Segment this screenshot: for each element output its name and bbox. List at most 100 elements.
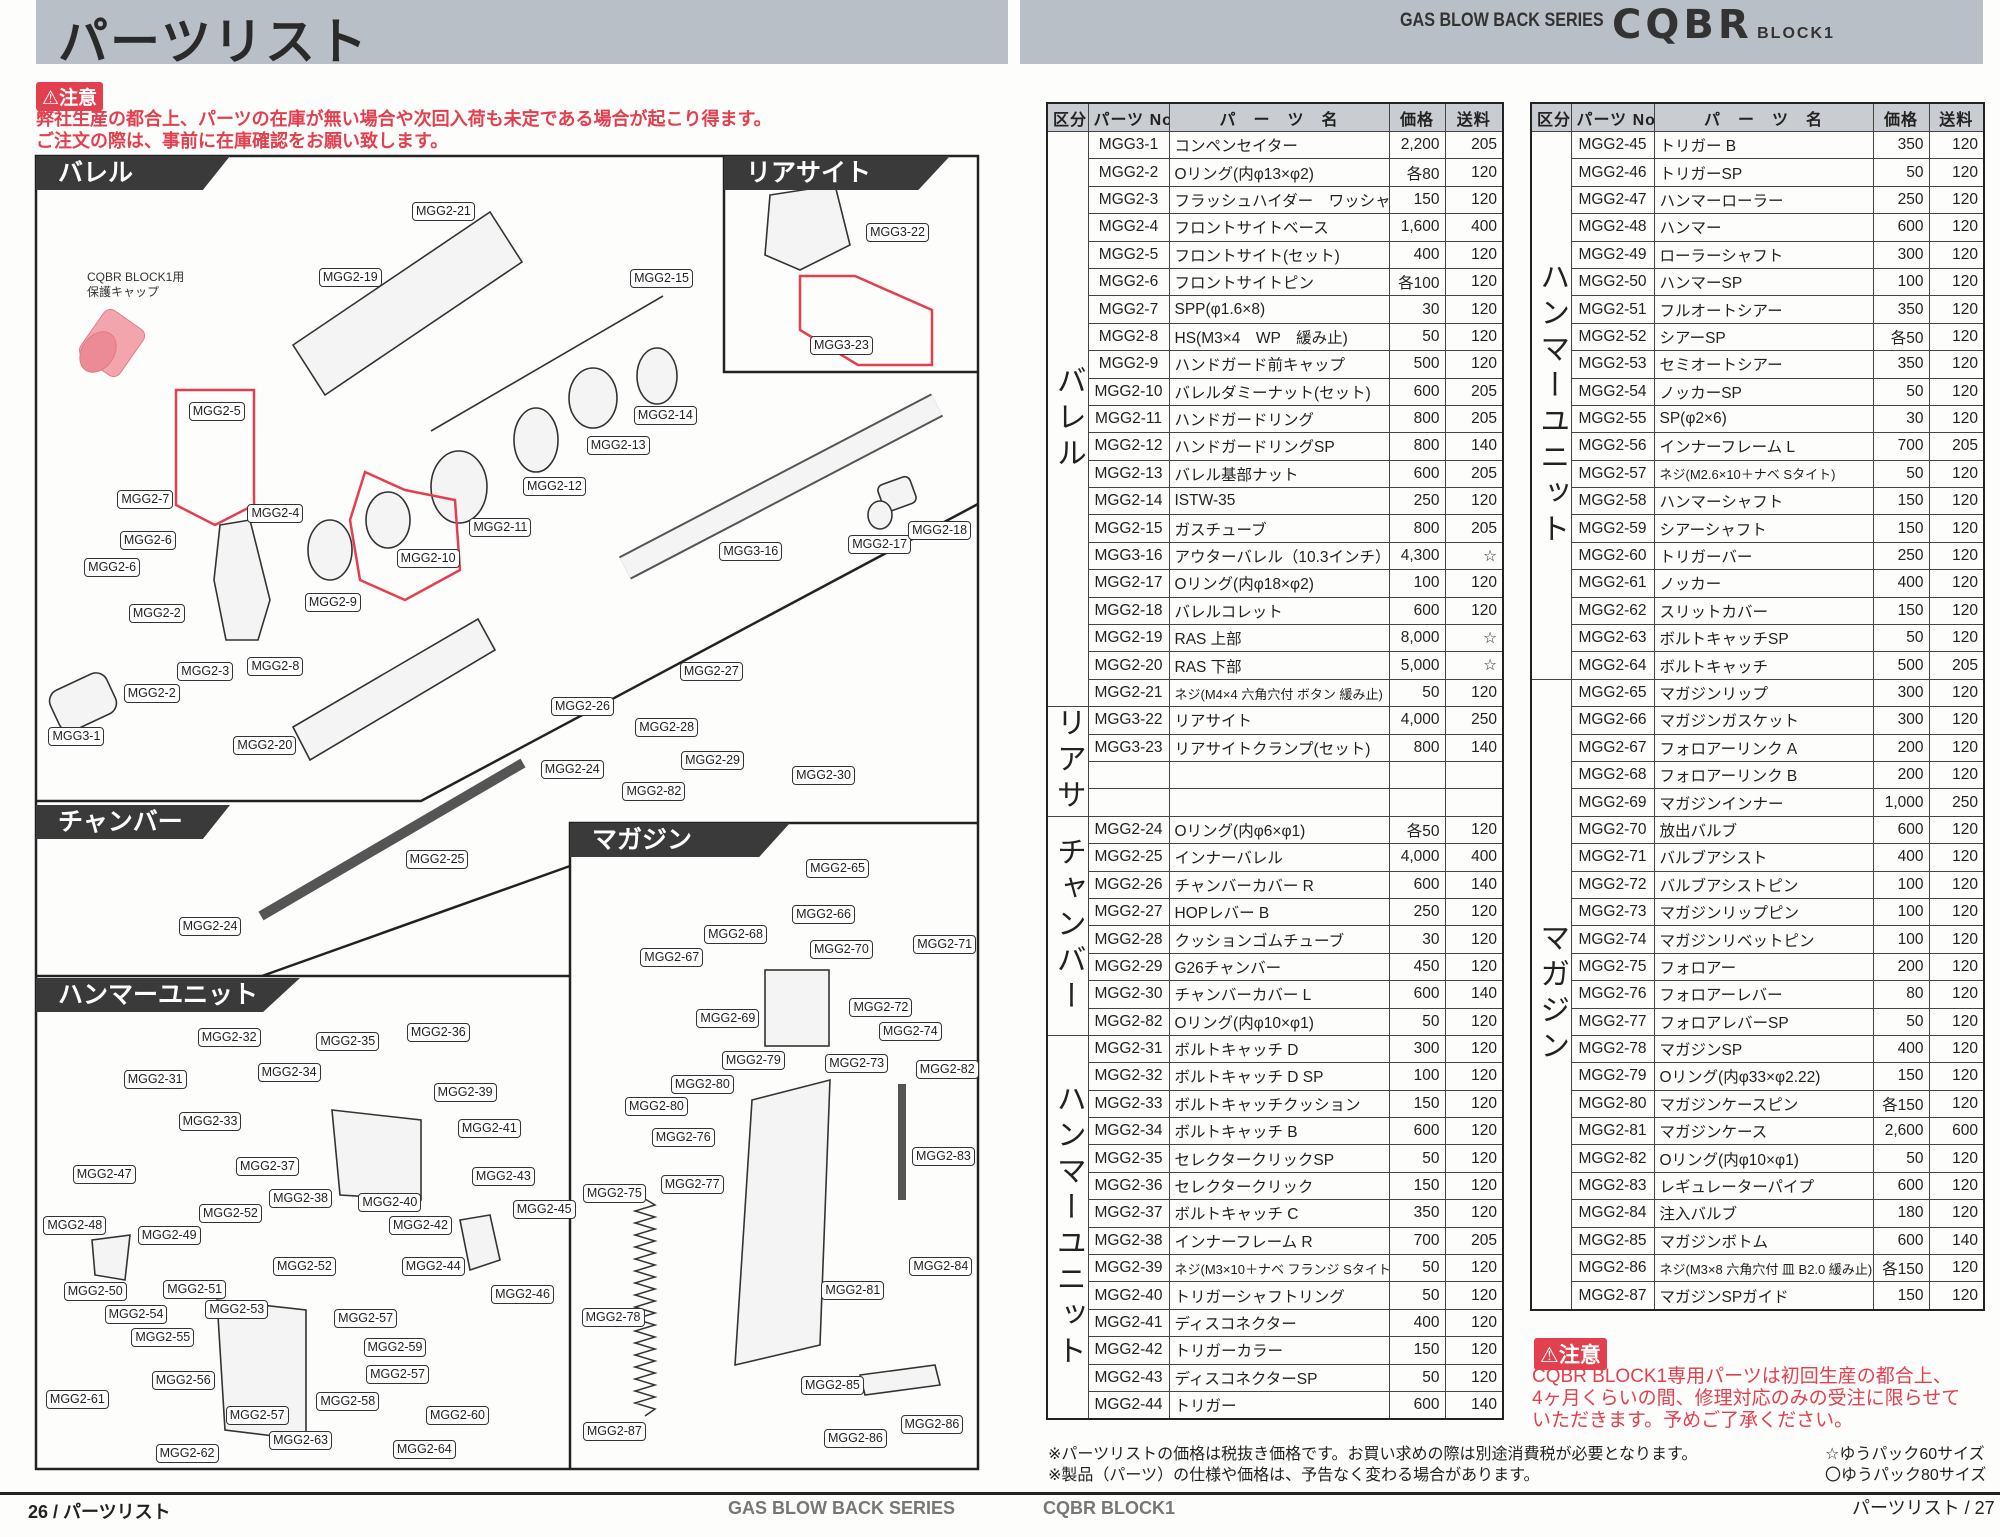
part-callout-mgg2-4: MGG2-4 [247, 504, 304, 524]
part-callout-mgg2-72: MGG2-72 [849, 997, 913, 1017]
part-no-cell: MGG2-71 [1570, 843, 1655, 872]
part-callout-mgg2-54: MGG2-54 [104, 1305, 168, 1325]
part-name-cell: ハンマー [1653, 213, 1874, 242]
shipping-cell: 140 [1444, 733, 1504, 762]
shipping-cell: 120 [1444, 1171, 1504, 1201]
shipping-cell: 120 [1444, 1281, 1504, 1310]
part-name-cell: ボルトキャッチSP [1653, 624, 1874, 653]
legend-item: ☆ゆうパック60サイズ [1825, 1446, 1985, 1463]
part-no-cell: MGG3-23 [1087, 733, 1170, 762]
part-no-cell: MGG2-45 [1570, 130, 1655, 160]
part-callout-mgg2-76: MGG2-76 [651, 1127, 715, 1147]
price-cell: 50 [1872, 377, 1930, 406]
part-name-cell: シアーシャフト [1653, 514, 1874, 543]
part-name-cell: ディスコネクター [1168, 1308, 1390, 1338]
price-cell: 800 [1388, 514, 1446, 543]
part-callout-mgg2-19: MGG2-19 [318, 268, 382, 288]
part-name-cell: Oリング(内φ13×φ2) [1168, 158, 1390, 187]
shipping-cell: 120 [1928, 870, 1985, 899]
part-callout-mgg3-23: MGG3-23 [809, 335, 873, 355]
part-no-cell [1087, 760, 1170, 790]
shipping-cell: 120 [1444, 1363, 1504, 1392]
exploded-diagram [34, 154, 980, 1471]
shipping-cell: 140 [1444, 980, 1504, 1009]
part-callout-mgg2-86: MGG2-86 [823, 1428, 887, 1448]
part-no-cell: MGG2-67 [1570, 733, 1655, 762]
footer-rule [0, 1492, 2000, 1495]
part-no-cell: MGG2-60 [1570, 541, 1655, 571]
part-name-cell: フォロアーリンク A [1653, 733, 1874, 762]
price-cell: 600 [1872, 213, 1930, 242]
part-name-cell: 放出バルブ [1653, 815, 1874, 845]
shipping-cell: 120 [1444, 158, 1504, 187]
part-name-cell: コンペンセイター [1168, 130, 1390, 160]
price-cell: 4,000 [1388, 706, 1446, 735]
part-no-cell: MGG2-56 [1570, 432, 1655, 461]
part-no-cell: MGG2-30 [1087, 980, 1170, 1009]
part-no-cell: MGG2-80 [1570, 1089, 1655, 1119]
price-cell: 400 [1872, 569, 1930, 598]
highlight-rear-sight-clamp [798, 274, 934, 367]
part-no-cell: MGG2-52 [1570, 322, 1655, 352]
shipping-cell: 120 [1928, 952, 1985, 982]
part-name-cell: レギュレーターパイプ [1653, 1171, 1874, 1201]
price-cell: 150 [1388, 185, 1446, 215]
magazine-case-part [734, 1078, 831, 1367]
shipping-cell: 250 [1928, 788, 1985, 817]
col-category: 区分 [1530, 102, 1572, 132]
part-callout-mgg2-86: MGG2-86 [900, 1414, 964, 1434]
part-name-cell: ノッカー [1653, 569, 1874, 598]
part-no-cell: MGG2-51 [1570, 295, 1655, 324]
part-name-cell: RAS 上部 [1168, 624, 1390, 653]
part-callout-mgg2-82: MGG2-82 [622, 782, 686, 802]
shipping-cell: 120 [1444, 487, 1504, 516]
shipping-cell: 120 [1444, 1308, 1504, 1338]
part-name-cell: ハンドガード前キャップ [1168, 350, 1390, 379]
caution-badge-right: ⚠注意 [1534, 1338, 1607, 1370]
part-no-cell: MGG2-86 [1570, 1254, 1655, 1283]
part-callout-mgg2-6: MGG2-6 [84, 557, 141, 577]
price-cell: 350 [1872, 130, 1930, 160]
part-callout-mgg2-39: MGG2-39 [433, 1083, 497, 1103]
part-callout-mgg2-48: MGG2-48 [43, 1215, 107, 1235]
part-name-cell: Oリング(内φ10×φ1) [1168, 1007, 1390, 1036]
shipping-cell: 120 [1928, 213, 1985, 242]
price-cell: 各50 [1388, 815, 1446, 845]
part-no-cell: MGG2-54 [1570, 377, 1655, 406]
part-no-cell: MGG2-9 [1087, 350, 1170, 379]
shipping-cell: 120 [1928, 541, 1985, 571]
front-sight-base-part [213, 519, 271, 641]
price-cell: 50 [1388, 1144, 1446, 1173]
part-no-cell: MGG2-66 [1570, 706, 1655, 735]
part-no-cell: MGG2-43 [1087, 1363, 1170, 1392]
price-cell: 50 [1872, 1144, 1930, 1173]
part-name-cell: トリガーカラー [1168, 1336, 1390, 1365]
part-callout-mgg2-10: MGG2-10 [396, 548, 460, 568]
left-header-band [36, 0, 1008, 64]
part-callout-mgg2-2: MGG2-2 [128, 603, 185, 623]
part-name-cell: チャンバーカバー L [1168, 980, 1390, 1009]
footnote: ※パーツリストの価格は税抜き価格です。お買い求めの際は別途消費税が必要となります… [1048, 1446, 1698, 1463]
part-name-cell: トリガー [1168, 1390, 1390, 1420]
